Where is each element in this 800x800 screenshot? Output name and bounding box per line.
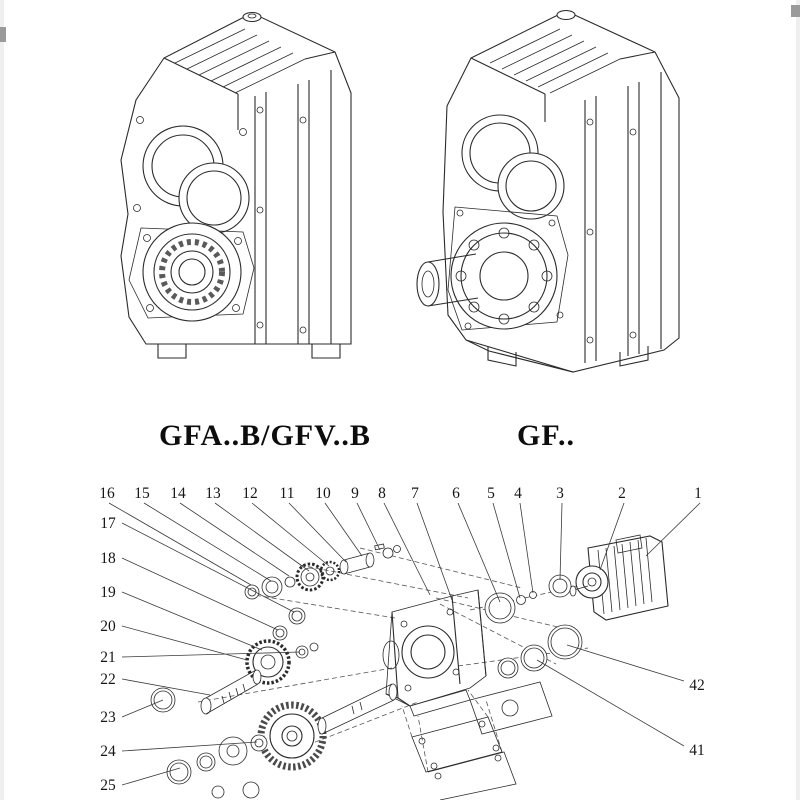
callout-4: 4 — [514, 485, 522, 502]
part-right-rings — [498, 625, 582, 678]
callout-8: 8 — [378, 485, 386, 502]
callout-6: 6 — [452, 485, 460, 502]
callout-21: 21 — [100, 649, 116, 666]
exploded-parts-diagram: 16 15 14 13 12 11 10 9 8 7 6 5 4 3 2 1 1… — [99, 485, 705, 800]
callout-25: 25 — [100, 777, 116, 794]
callout-9: 9 — [351, 485, 359, 502]
model-label-gf: GF.. — [517, 419, 575, 452]
part-input-shaft-cluster — [245, 544, 401, 599]
callout-20: 20 — [100, 618, 116, 635]
callout-14: 14 — [170, 485, 186, 502]
part-housing — [383, 590, 486, 716]
callout-numbers-top: 16 15 14 13 12 11 10 9 8 7 6 5 4 3 2 1 — [99, 485, 702, 502]
callout-23: 23 — [100, 709, 116, 726]
callout-3: 3 — [556, 485, 564, 502]
callout-22: 22 — [100, 671, 116, 688]
gearbox-drawing-gf — [417, 11, 679, 373]
callout-12: 12 — [242, 485, 258, 502]
part-output-gear-cluster — [167, 684, 397, 798]
callout-19: 19 — [100, 584, 116, 601]
part-intermediate-gear-cluster — [151, 608, 318, 714]
callout-numbers-right: 42 41 — [689, 677, 705, 759]
leader-lines — [109, 503, 700, 785]
callout-17: 17 — [100, 515, 116, 532]
callout-5: 5 — [487, 485, 495, 502]
gearbox-drawing-gfab — [121, 13, 351, 359]
callout-13: 13 — [205, 485, 221, 502]
callout-11: 11 — [280, 485, 295, 502]
callout-1: 1 — [694, 485, 702, 502]
part-gaskets-and-covers — [412, 682, 552, 800]
callout-numbers-left: 17 18 19 20 21 22 23 24 25 — [100, 515, 116, 794]
callout-18: 18 — [100, 550, 116, 567]
callout-10: 10 — [315, 485, 331, 502]
callout-15: 15 — [134, 485, 150, 502]
callout-7: 7 — [411, 485, 419, 502]
part-motor — [570, 535, 668, 620]
callout-24: 24 — [100, 743, 116, 760]
callout-16: 16 — [99, 485, 115, 502]
callout-41: 41 — [689, 742, 705, 759]
part-motor-side-rings — [485, 575, 571, 623]
model-label-gfab-gfv: GFA..B/GFV..B — [159, 419, 371, 452]
callout-42: 42 — [689, 677, 705, 694]
callout-2: 2 — [618, 485, 626, 502]
